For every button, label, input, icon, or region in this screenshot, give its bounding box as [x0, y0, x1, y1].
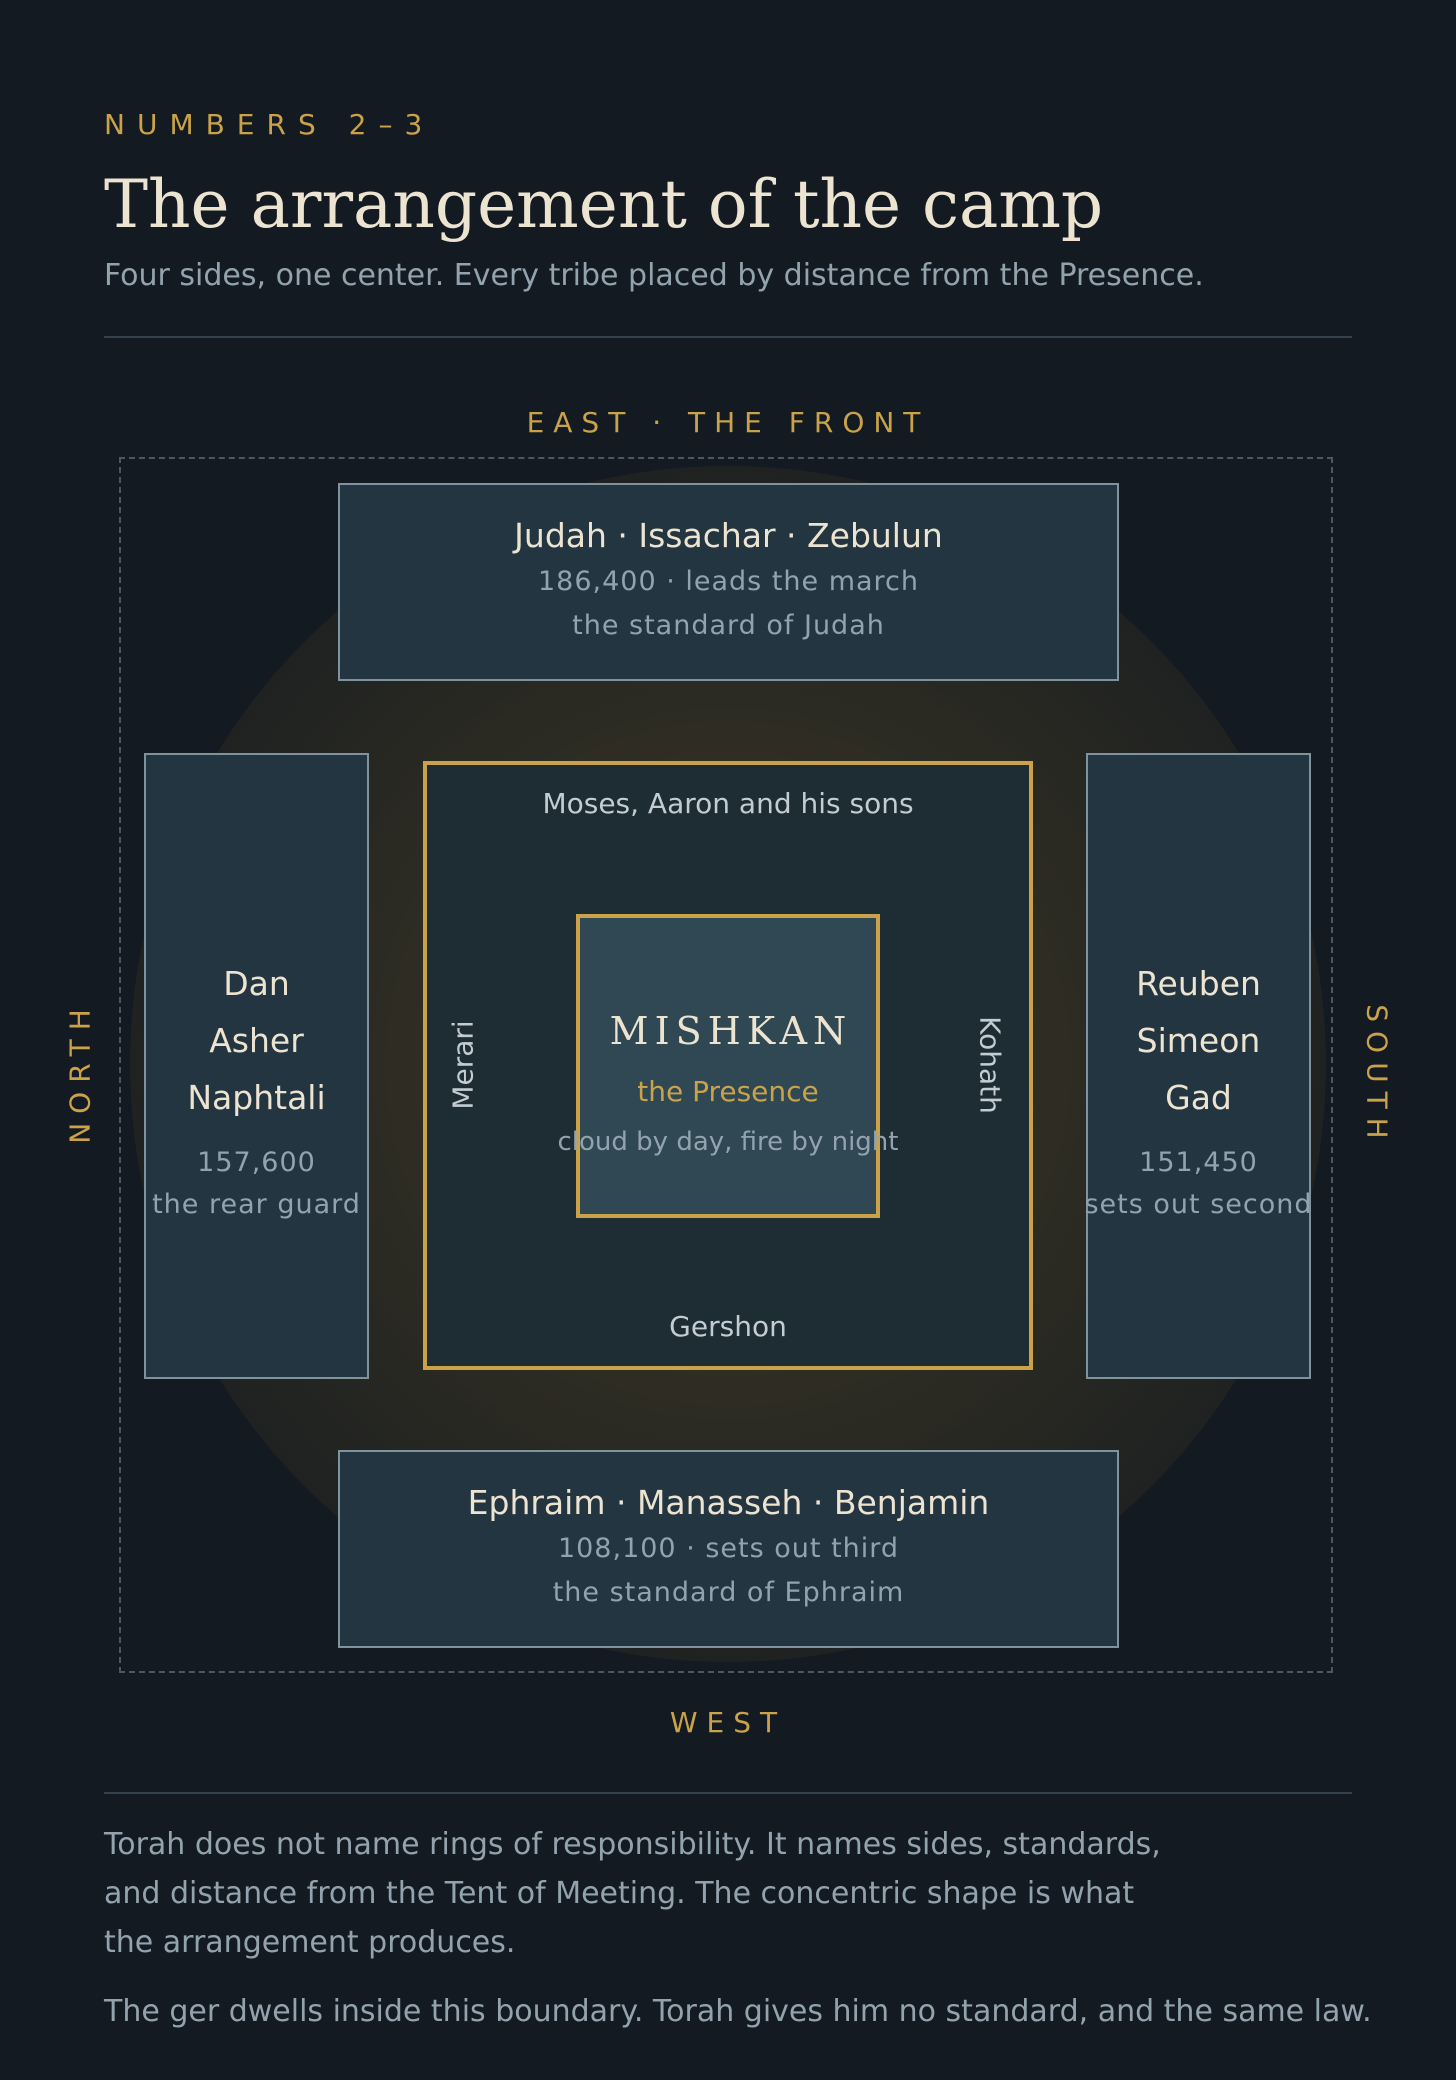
page-title: The arrangement of the camp	[104, 166, 1104, 243]
footer-note-line: the arrangement produces.	[104, 1925, 516, 1960]
footer-divider	[104, 1792, 1352, 1794]
camp-east-tribes: Judah · Issachar · Zebulun	[514, 516, 943, 555]
camp-north: Dan Asher Naphtali 157,600 the rear guar…	[144, 753, 369, 1379]
camp-south-count: 151,450	[1139, 1147, 1258, 1178]
mishkan-box	[576, 914, 880, 1218]
mishkan-sign: cloud by day, fire by night	[557, 1127, 899, 1157]
mishkan-presence: the Presence	[637, 1075, 819, 1108]
camp-south-tribe: Gad	[1165, 1078, 1232, 1117]
mishkan-title: MISHKAN	[609, 1009, 853, 1053]
eyebrow: NUMBERS 2–3	[104, 108, 435, 141]
camp-north-tribe: Naphtali	[187, 1078, 326, 1117]
camp-north-count: 157,600	[197, 1147, 316, 1178]
compass-east-label: EAST · THE FRONT	[526, 406, 930, 439]
camp-south-tribe: Reuben	[1136, 964, 1261, 1003]
header-divider	[104, 336, 1352, 338]
camp-south-tribe: Simeon	[1136, 1021, 1261, 1060]
camp-north-tribe: Dan	[223, 964, 290, 1003]
camp-boundary	[119, 457, 1333, 1673]
camp-west-standard: the standard of Ephraim	[552, 1577, 905, 1608]
camp-west-detail: 108,100 · sets out third	[557, 1533, 900, 1564]
camp-west-tribes: Ephraim · Manasseh · Benjamin	[467, 1483, 990, 1522]
levite-west-label: Gershon	[669, 1310, 787, 1343]
footer-note-line: Torah does not name rings of responsibil…	[104, 1827, 1161, 1862]
camp-east-detail: 186,400 · leads the march	[537, 566, 920, 597]
levite-east-label: Moses, Aaron and his sons	[542, 787, 914, 820]
camp-south: Reuben Simeon Gad 151,450 sets out secon…	[1084, 753, 1312, 1379]
footer-note-line: and distance from the Tent of Meeting. T…	[104, 1876, 1135, 1911]
camp-west: Ephraim · Manasseh · Benjamin 108,100 · …	[338, 1450, 1119, 1648]
page-subtitle: Four sides, one center. Every tribe plac…	[104, 258, 1204, 293]
camp-north-tribe: Asher	[209, 1021, 304, 1060]
camp-east-standard: the standard of Judah	[572, 610, 885, 641]
compass-west-label: WEST	[669, 1706, 787, 1739]
camp-south-role: sets out second	[1084, 1189, 1313, 1220]
camp-east: Judah · Issachar · Zebulun 186,400 · lea…	[338, 483, 1119, 681]
footer-note-first: Torah does not name rings of responsibil…	[104, 1820, 1364, 1967]
camp-north-role: the rear guard	[152, 1189, 361, 1220]
footer-note-second: The ger dwells inside this boundary. Tor…	[104, 1994, 1372, 2029]
